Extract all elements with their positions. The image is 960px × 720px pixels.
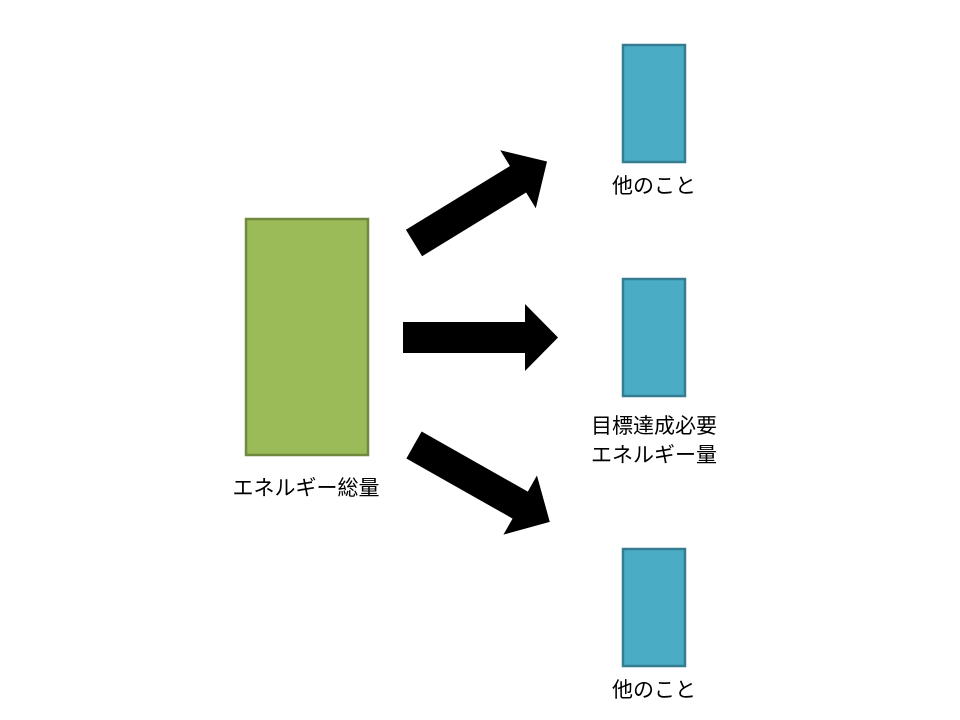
target-box-bottom (621, 547, 687, 668)
target-label-middle-line1: 目標達成必要 (591, 414, 717, 438)
target-label-middle-line2: エネルギー量 (591, 443, 717, 467)
target-label-top: 他のこと (612, 174, 696, 198)
target-label-bottom: 他のこと (612, 678, 696, 702)
source-box (244, 217, 370, 457)
arrow-middle (403, 304, 558, 371)
target-box-middle (621, 277, 687, 398)
arrow-top (405, 150, 548, 257)
target-box-top (621, 43, 687, 164)
arrow-bottom (406, 431, 550, 535)
source-label: エネルギー総量 (232, 476, 380, 500)
